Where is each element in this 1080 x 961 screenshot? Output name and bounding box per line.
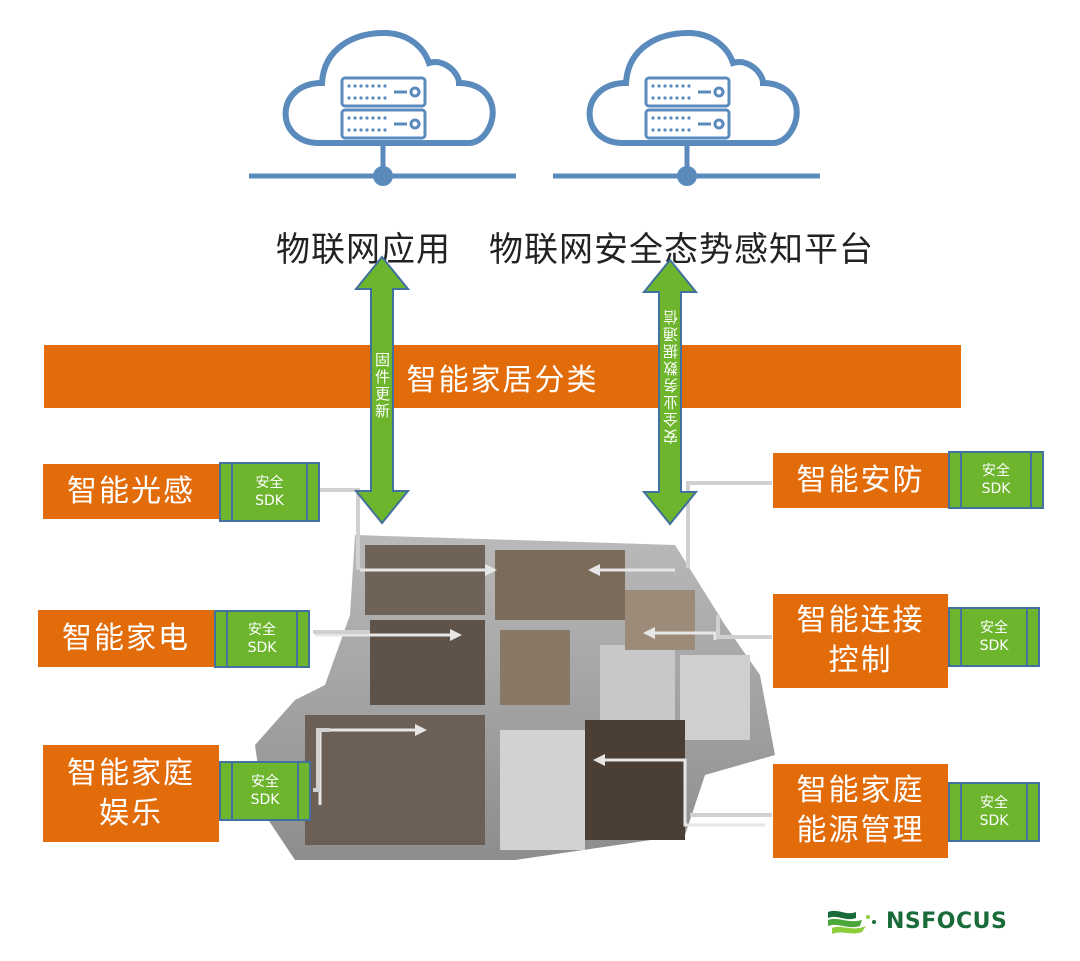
sdk-line2: SDK [979,638,1009,654]
sdk-line1: 安全 [980,795,1008,811]
cloud-title-iot-app: 物联网应用 [276,230,451,270]
sdk-line2: SDK [981,481,1011,497]
sdk-line2: SDK [250,792,280,808]
category-label: 智能光感 [67,473,195,509]
cloud-server-icon [249,29,516,186]
sdk-line1: 安全 [982,463,1010,479]
category-smart-energy-management: 智能家庭 能源管理 [773,764,948,858]
cloud-server-icon [553,29,820,186]
sdk-line2: SDK [979,813,1009,829]
firmware-update-label: 固件更新 [373,352,391,420]
sdk-line1: 安全 [248,622,276,638]
security-sdk-badge: 安全 SDK [214,610,310,668]
category-label-line1: 智能连接 [796,603,925,638]
category-label-line1: 智能家庭 [796,773,925,808]
logo-text: NSFOCUS [886,908,1008,934]
category-smart-connection-control: 智能连接 控制 [773,594,948,688]
category-smart-entertainment: 智能家庭 娱乐 [43,745,219,842]
nsfocus-flag-icon [828,910,876,934]
category-label-line2: 娱乐 [99,795,163,831]
security-sdk-badge: 安全 SDK [219,462,320,522]
category-smart-light: 智能光感 [43,464,219,519]
security-sdk-badge: 安全 SDK [948,607,1040,667]
banner-label: 智能家居分类 [406,362,599,398]
sdk-line1: 安全 [251,774,279,790]
sdk-line2: SDK [247,640,277,656]
nsfocus-logo: NSFOCUS [826,906,1007,936]
category-smart-security: 智能安防 [773,453,948,508]
security-sdk-badge: 安全 SDK [948,451,1044,509]
category-label-line2: 控制 [828,643,893,678]
sdk-line1: 安全 [980,620,1008,636]
category-label: 智能安防 [796,462,925,498]
sdk-line2: SDK [255,493,284,509]
security-data-comm-arrow [641,258,699,526]
category-label-line1: 智能家庭 [67,755,195,791]
security-sdk-badge: 安全 SDK [219,761,311,821]
category-label-line2: 能源管理 [796,813,925,848]
smart-home-category-banner: 智能家居分类 [44,345,961,408]
security-data-comm-label: 安全业务数据通信 [662,308,680,444]
security-sdk-badge: 安全 SDK [948,782,1040,842]
sdk-line1: 安全 [255,475,284,491]
category-label: 智能家电 [62,620,190,656]
house-floorplan-image [255,535,775,860]
firmware-update-arrow [353,255,411,525]
category-smart-appliance: 智能家电 [38,610,214,667]
cloud-title-security-platform: 物联网安全态势感知平台 [489,230,874,270]
